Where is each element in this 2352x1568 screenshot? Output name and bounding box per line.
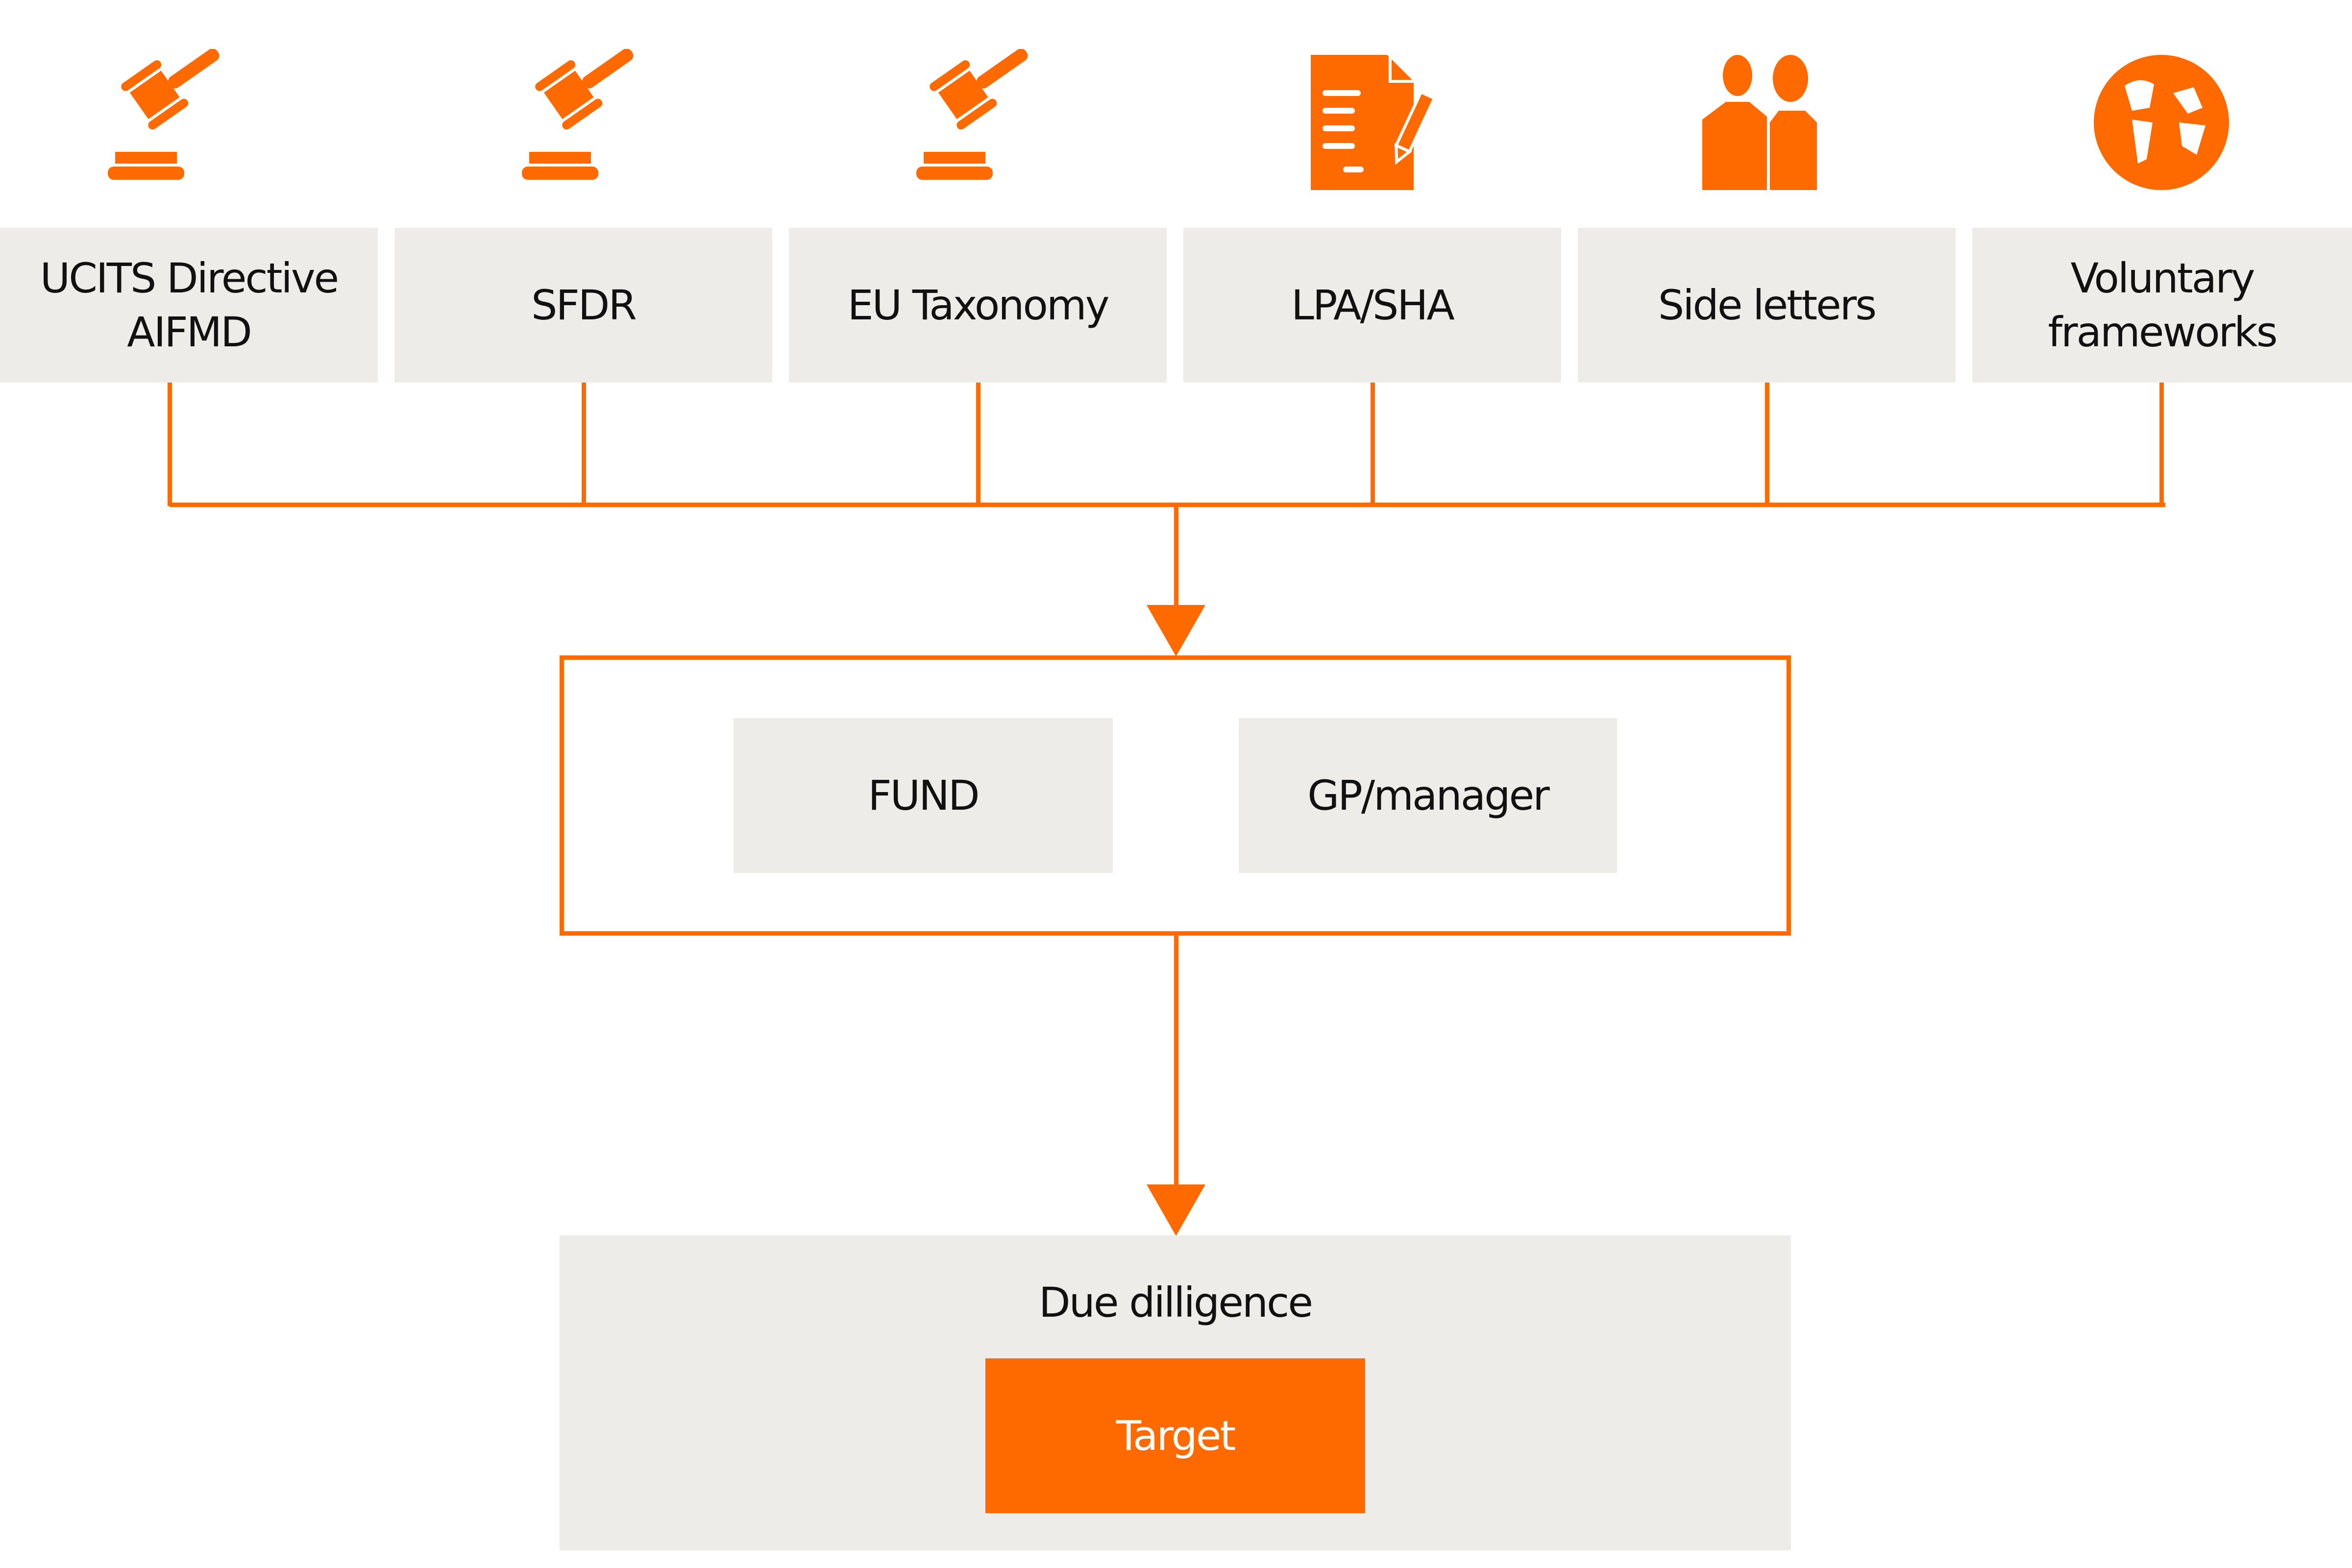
- source-box-ucits: UCITS Directive AIFMD: [0, 228, 378, 383]
- people-icon: [1693, 49, 1840, 196]
- fund-box: FUND: [734, 718, 1113, 873]
- drop-line-3: [976, 383, 980, 506]
- drop-line-1: [168, 383, 172, 506]
- source-box-voluntary: Voluntary frameworks: [1972, 228, 2352, 383]
- gavel-icon: [510, 48, 657, 196]
- drop-line-6: [2159, 383, 2164, 506]
- arrow-1-head: [1147, 605, 1205, 656]
- source-box-eu-taxonomy: EU Taxonomy: [789, 228, 1167, 383]
- globe-icon: [2088, 49, 2235, 196]
- source-box-sfdr: SFDR: [394, 228, 772, 383]
- bus-line: [170, 503, 2165, 507]
- gavel-icon: [905, 48, 1052, 196]
- target-box: Target: [985, 1358, 1365, 1513]
- gavel-icon: [96, 48, 243, 196]
- arrow-1-shaft: [1174, 505, 1178, 607]
- drop-line-4: [1371, 383, 1375, 506]
- document-pen-icon: [1299, 49, 1446, 196]
- drop-line-5: [1765, 383, 1769, 506]
- source-box-lpa-sha: LPA/SHA: [1183, 228, 1561, 383]
- source-box-side-letters: Side letters: [1578, 228, 1956, 383]
- arrow-2-head: [1147, 1184, 1205, 1236]
- drop-line-2: [582, 383, 586, 506]
- manager-box: GP/manager: [1239, 718, 1617, 873]
- due-diligence-title: Due dilligence: [1038, 1279, 1313, 1327]
- arrow-2-shaft: [1174, 933, 1178, 1188]
